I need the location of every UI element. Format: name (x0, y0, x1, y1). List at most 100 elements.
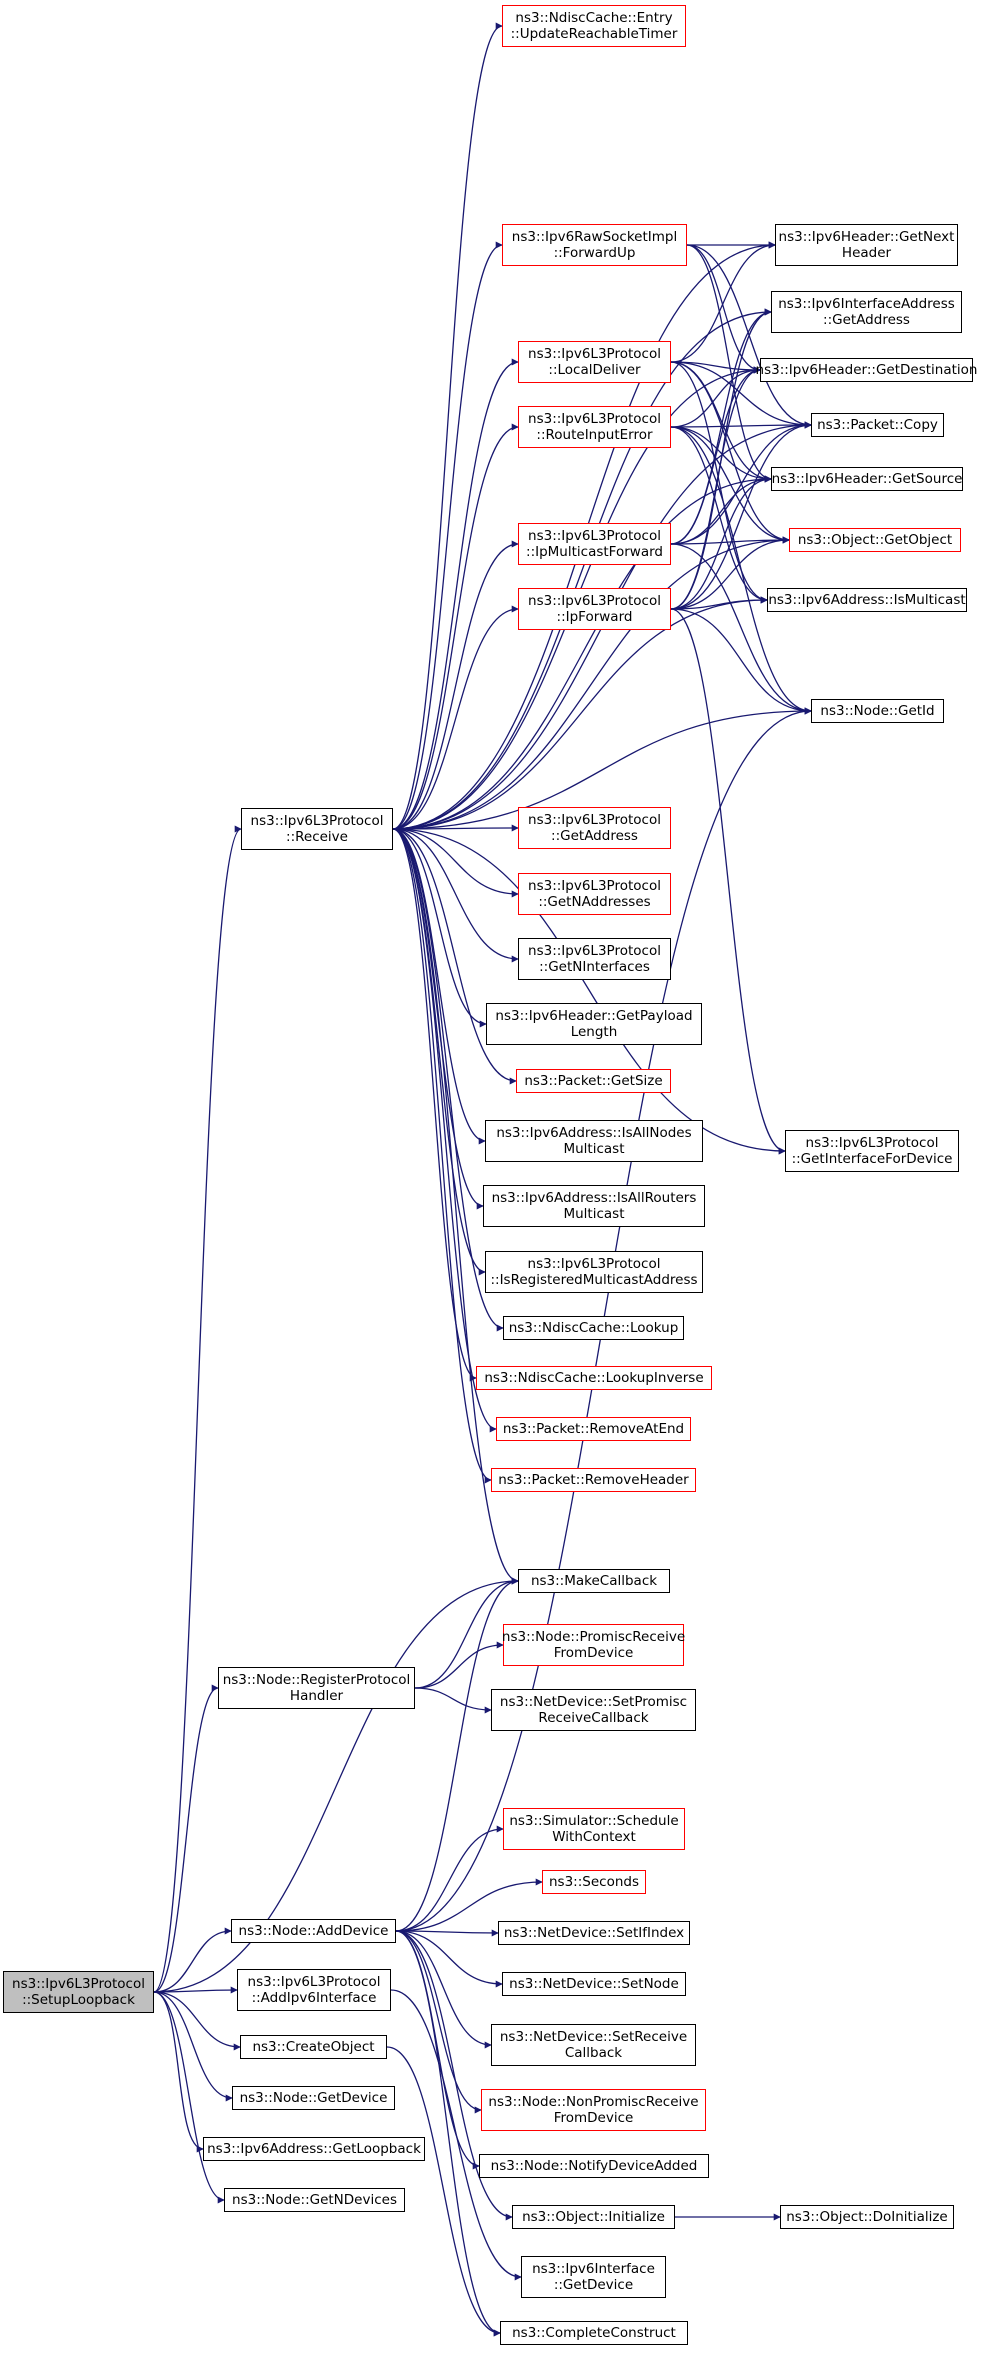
edge-ip-forward-to-node-get-id (670, 608, 812, 715)
node-node-get-id[interactable]: ns3::Node::GetId (811, 699, 944, 723)
edge-setup-loopback-to-node-add-device (153, 1927, 232, 1993)
node-get-object[interactable]: ns3::Object::GetObject (789, 528, 961, 552)
edge-ip-forward-to-get-source (670, 475, 772, 610)
node-non-promisc-receive[interactable]: ns3::Node::NonPromiscReceive FromDevice (481, 2089, 706, 2131)
node-update-reachable-timer[interactable]: ns3::NdiscCache::Entry ::UpdateReachable… (502, 5, 686, 47)
node-is-multicast[interactable]: ns3::Ipv6Address::IsMulticast (767, 588, 967, 612)
edge-setup-loopback-to-get-n-devices (153, 1991, 225, 2204)
node-add-ipv6-interface[interactable]: ns3::Ipv6L3Protocol ::AddIpv6Interface (237, 1969, 391, 2011)
node-ndisc-lookup[interactable]: ns3::NdiscCache::Lookup (503, 1316, 684, 1340)
edge-ip-forward-to-get-destination (670, 366, 761, 610)
edge-setup-loopback-to-create-object (153, 1991, 241, 2051)
node-node-get-device[interactable]: ns3::Node::GetDevice (232, 2086, 395, 2110)
edge-setup-loopback-to-register-protocol-handler (153, 1684, 219, 1993)
edge-raw-forward-up-to-get-destination (686, 244, 761, 374)
edge-receive-to-get-n-interfaces (392, 828, 519, 963)
edge-local-deliver-to-packet-copy (670, 361, 812, 429)
node-seconds[interactable]: ns3::Seconds (542, 1870, 646, 1894)
node-get-destination[interactable]: ns3::Ipv6Header::GetDestination (756, 358, 977, 382)
edge-route-input-error-to-packet-copy (670, 421, 812, 429)
node-local-deliver[interactable]: ns3::Ipv6L3Protocol ::LocalDeliver (518, 341, 671, 383)
node-create-object[interactable]: ns3::CreateObject (240, 2035, 387, 2059)
node-remove-at-end[interactable]: ns3::Packet::RemoveAtEnd (496, 1417, 691, 1441)
node-setup-loopback: ns3::Ipv6L3Protocol ::SetupLoopback (3, 1971, 154, 2013)
edge-ip-multicast-forward-to-get-object (670, 536, 790, 545)
node-set-node[interactable]: ns3::NetDevice::SetNode (502, 1972, 686, 1996)
edge-register-protocol-handler-to-make-callback (414, 1577, 519, 1689)
node-register-protocol-handler[interactable]: ns3::Node::RegisterProtocol Handler (218, 1667, 415, 1709)
edge-setup-loopback-to-make-callback (153, 1577, 519, 1993)
edge-node-add-device-to-object-initialize (395, 1930, 513, 2221)
node-get-interface-for-device[interactable]: ns3::Ipv6L3Protocol ::GetInterfaceForDev… (785, 1130, 959, 1172)
edge-ip-forward-to-is-multicast (670, 596, 768, 610)
edge-receive-to-remove-header (392, 828, 492, 1484)
edge-receive-to-get-source (392, 475, 772, 830)
node-promisc-receive-from-device[interactable]: ns3::Node::PromiscReceive FromDevice (502, 1624, 685, 1666)
edge-route-input-error-to-node-get-id (670, 426, 812, 715)
node-is-all-nodes-multicast[interactable]: ns3::Ipv6Address::IsAllNodes Multicast (485, 1120, 703, 1162)
node-receive[interactable]: ns3::Ipv6L3Protocol ::Receive (241, 808, 393, 850)
edge-route-input-error-to-get-object (670, 426, 790, 544)
edge-receive-to-ndisc-lookup (392, 828, 504, 1332)
edge-receive-to-route-input-error (392, 423, 519, 830)
edge-setup-loopback-to-node-get-device (153, 1991, 233, 2102)
node-complete-construct[interactable]: ns3::CompleteConstruct (500, 2321, 688, 2345)
node-schedule-with-context[interactable]: ns3::Simulator::Schedule WithContext (503, 1808, 685, 1850)
edge-setup-loopback-to-get-loopback (153, 1991, 204, 2153)
edge-node-add-device-to-non-promisc-receive (395, 1930, 482, 2114)
node-ipv6-interface-get-device[interactable]: ns3::Ipv6Interface ::GetDevice (521, 2256, 666, 2298)
node-ip-forward[interactable]: ns3::Ipv6L3Protocol ::IpForward (518, 588, 671, 630)
node-set-receive-callback[interactable]: ns3::NetDevice::SetReceive Callback (491, 2024, 696, 2066)
node-remove-header[interactable]: ns3::Packet::RemoveHeader (491, 1468, 696, 1492)
node-get-source[interactable]: ns3::Ipv6Header::GetSource (771, 467, 963, 491)
edge-receive-to-node-get-id (392, 707, 812, 830)
edge-receive-to-iface-get-address (392, 308, 772, 830)
node-ip-multicast-forward[interactable]: ns3::Ipv6L3Protocol ::IpMulticastForward (518, 523, 671, 565)
node-set-if-index[interactable]: ns3::NetDevice::SetIfIndex (498, 1921, 690, 1945)
node-get-n-devices[interactable]: ns3::Node::GetNDevices (224, 2188, 405, 2212)
edge-receive-to-get-interface-for-device (392, 828, 786, 1155)
node-get-n-interfaces[interactable]: ns3::Ipv6L3Protocol ::GetNInterfaces (518, 938, 671, 980)
edge-node-add-device-to-make-callback (395, 1577, 519, 1932)
node-get-payload-length[interactable]: ns3::Ipv6Header::GetPayload Length (486, 1003, 702, 1045)
node-do-initialize[interactable]: ns3::Object::DoInitialize (780, 2205, 954, 2229)
edge-node-add-device-to-set-receive-callback (395, 1930, 492, 2049)
edge-register-protocol-handler-to-set-promisc-receive-callback (414, 1687, 492, 1714)
edge-ip-multicast-forward-to-node-get-id (670, 543, 812, 715)
edge-ip-forward-to-get-object (670, 536, 790, 610)
edge-node-add-device-to-seconds (395, 1878, 543, 1932)
edge-node-add-device-to-complete-construct (395, 1930, 501, 2337)
node-get-address[interactable]: ns3::Ipv6L3Protocol ::GetAddress (518, 807, 671, 849)
node-set-promisc-receive-callback[interactable]: ns3::NetDevice::SetPromisc ReceiveCallba… (491, 1689, 696, 1731)
edge-receive-to-ndisc-lookup-inverse (392, 828, 477, 1382)
edge-setup-loopback-to-add-ipv6-interface (153, 1986, 238, 1994)
edge-node-add-device-to-schedule-with-context (395, 1825, 504, 1932)
node-packet-copy[interactable]: ns3::Packet::Copy (811, 413, 944, 437)
node-notify-device-added[interactable]: ns3::Node::NotifyDeviceAdded (479, 2154, 709, 2178)
edge-ip-forward-to-get-interface-for-device (670, 608, 786, 1155)
edge-receive-to-ip-multicast-forward (392, 540, 519, 830)
edge-register-protocol-handler-to-promisc-receive-from-device (414, 1641, 504, 1689)
edge-ip-multicast-forward-to-get-destination (670, 366, 761, 545)
node-node-add-device[interactable]: ns3::Node::AddDevice (231, 1919, 396, 1943)
node-get-n-addresses[interactable]: ns3::Ipv6L3Protocol ::GetNAddresses (518, 873, 671, 915)
node-route-input-error[interactable]: ns3::Ipv6L3Protocol ::RouteInputError (518, 406, 671, 448)
edge-local-deliver-to-get-next-header (670, 241, 776, 363)
node-make-callback[interactable]: ns3::MakeCallback (518, 1569, 670, 1593)
edge-receive-to-update-reachable-timer (392, 22, 503, 830)
node-get-loopback[interactable]: ns3::Ipv6Address::GetLoopback (203, 2137, 425, 2161)
node-raw-forward-up[interactable]: ns3::Ipv6RawSocketImpl ::ForwardUp (502, 224, 687, 266)
edge-ip-forward-to-packet-copy (670, 421, 812, 610)
edge-create-object-to-complete-construct (386, 2046, 501, 2337)
node-ndisc-lookup-inverse[interactable]: ns3::NdiscCache::LookupInverse (476, 1366, 712, 1390)
edge-receive-to-get-n-addresses (392, 828, 519, 898)
node-iface-get-address[interactable]: ns3::Ipv6InterfaceAddress ::GetAddress (771, 291, 962, 333)
edge-add-ipv6-interface-to-ipv6-interface-get-device (390, 1989, 522, 2281)
node-is-registered-multicast[interactable]: ns3::Ipv6L3Protocol ::IsRegisteredMultic… (485, 1251, 703, 1293)
node-is-all-routers-multicast[interactable]: ns3::Ipv6Address::IsAllRouters Multicast (483, 1185, 705, 1227)
node-object-initialize[interactable]: ns3::Object::Initialize (512, 2205, 675, 2229)
edge-raw-forward-up-to-get-source (686, 244, 772, 483)
node-packet-get-size[interactable]: ns3::Packet::GetSize (516, 1069, 671, 1093)
node-get-next-header[interactable]: ns3::Ipv6Header::GetNext Header (775, 224, 958, 266)
